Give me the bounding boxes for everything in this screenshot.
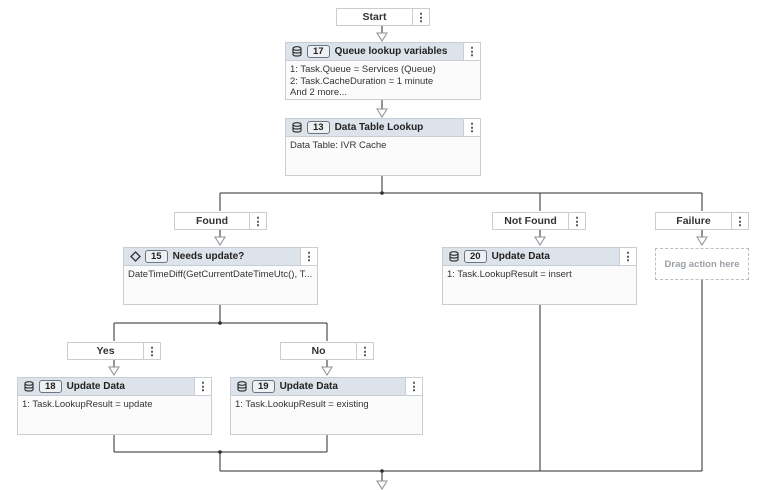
action-number-badge: 20 [464,250,487,263]
start-node[interactable]: Start ⋮ [336,8,430,26]
action-update-data-update[interactable]: 18 Update Data ⋮ 1: Task.LookupResult = … [17,377,212,435]
action-line: And 2 more... [290,87,348,98]
action-menu-button[interactable]: ⋮ [300,248,317,265]
path-label: Found [195,215,229,227]
action-title: Queue lookup variables [334,46,448,57]
action-number-badge: 15 [145,250,168,263]
action-update-data-existing[interactable]: 19 Update Data ⋮ 1: Task.LookupResult = … [230,377,423,435]
action-update-data-insert[interactable]: 20 Update Data ⋮ 1: Task.LookupResult = … [442,247,637,305]
path-menu-button[interactable]: ⋮ [356,343,373,359]
action-line: 1: Task.LookupResult = update [22,399,153,410]
action-menu-button[interactable]: ⋮ [405,378,422,395]
action-menu-button[interactable]: ⋮ [463,119,480,136]
action-number-badge: 17 [307,45,330,58]
action-line: 2: Task.CacheDuration = 1 minute [290,75,434,87]
path-no[interactable]: No ⋮ [280,342,374,360]
action-line: 1: Task.Queue = Services (Queue) [290,64,436,75]
diamond-icon [128,251,142,262]
database-icon [447,251,461,262]
path-menu-button[interactable]: ⋮ [143,343,160,359]
start-menu-button[interactable]: ⋮ [412,9,429,25]
action-title: Update Data [491,251,550,262]
action-line: Data Table: IVR Cache [290,140,387,151]
path-menu-button[interactable]: ⋮ [249,213,266,229]
action-menu-button[interactable]: ⋮ [194,378,211,395]
action-data-table-lookup[interactable]: 13 Data Table Lookup ⋮ Data Table: IVR C… [285,118,481,176]
path-not-found[interactable]: Not Found ⋮ [492,212,586,230]
action-line: DateTimeDiff(GetCurrentDateTimeUtc(), T.… [128,269,313,280]
path-label: No [311,345,326,357]
action-number-badge: 19 [252,380,275,393]
action-menu-button[interactable]: ⋮ [619,248,636,265]
drag-action-drop-zone[interactable]: Drag action here [655,248,749,280]
path-label: Yes [96,345,115,357]
action-line: 1: Task.LookupResult = insert [447,269,572,280]
path-failure[interactable]: Failure ⋮ [655,212,749,230]
path-label: Failure [676,215,711,227]
database-icon [290,122,304,133]
path-yes[interactable]: Yes ⋮ [67,342,161,360]
action-queue-lookup-variables[interactable]: 17 Queue lookup variables ⋮ 1: Task.Queu… [285,42,481,100]
action-number-badge: 13 [307,121,330,134]
path-menu-button[interactable]: ⋮ [568,213,585,229]
action-title: Data Table Lookup [334,122,424,133]
action-title: Update Data [279,381,338,392]
path-found[interactable]: Found ⋮ [174,212,267,230]
action-title: Update Data [66,381,125,392]
path-label: Not Found [504,215,557,227]
path-menu-button[interactable]: ⋮ [731,213,748,229]
action-needs-update[interactable]: 15 Needs update? ⋮ DateTimeDiff(GetCurre… [123,247,318,305]
database-icon [235,381,249,392]
database-icon [290,46,304,57]
action-number-badge: 18 [39,380,62,393]
start-label: Start [362,11,387,23]
action-title: Needs update? [172,251,245,262]
action-line: 1: Task.LookupResult = existing [235,399,369,410]
database-icon [22,381,36,392]
action-menu-button[interactable]: ⋮ [463,43,480,60]
